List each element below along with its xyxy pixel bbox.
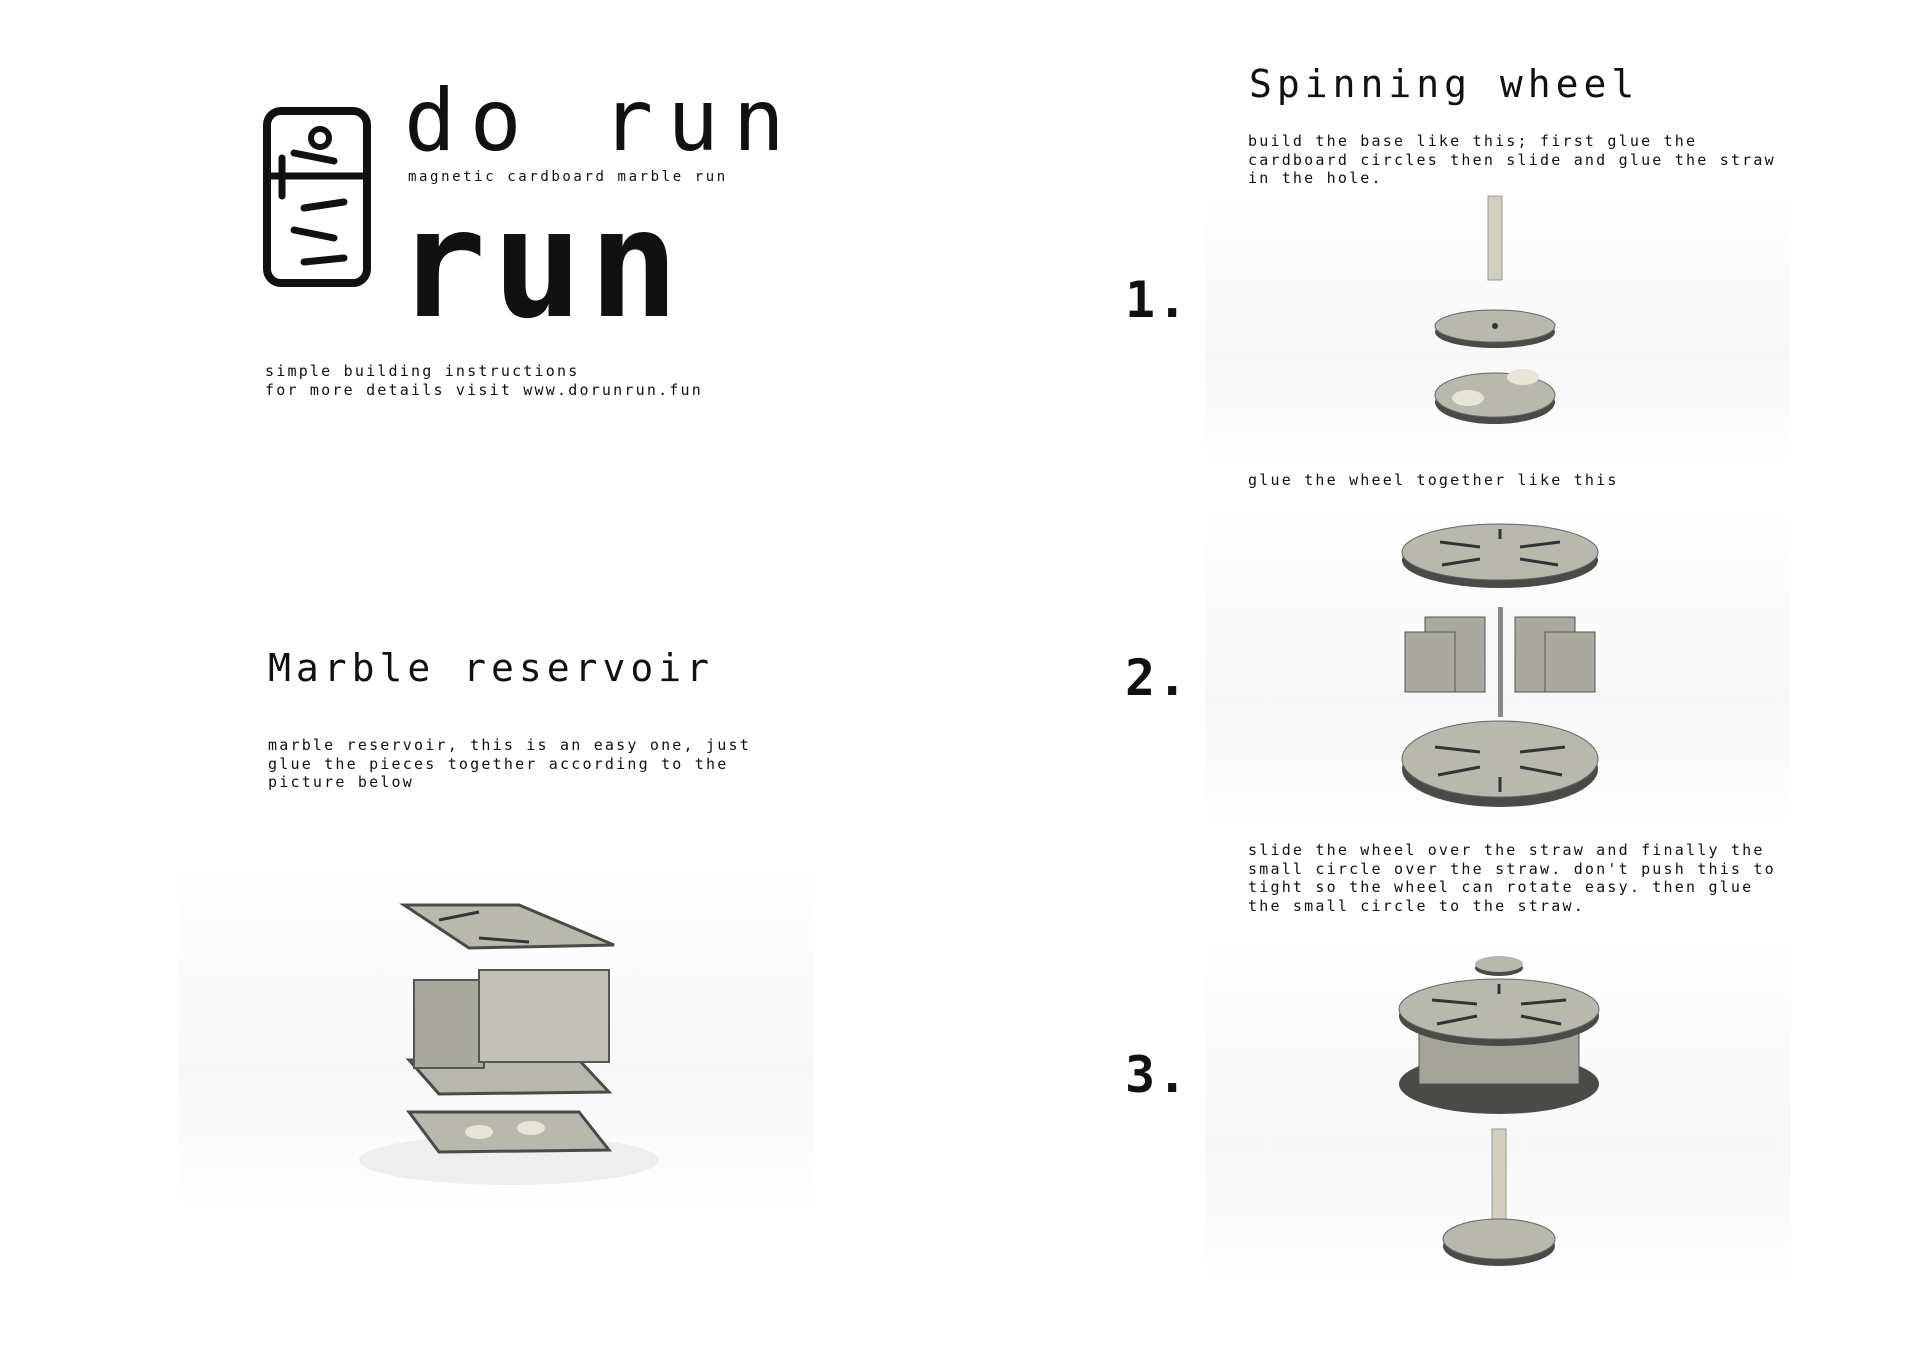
reservoir-text: marble reservoir, this is an easy one, j… bbox=[268, 736, 751, 791]
wheel-title: Spinning wheel bbox=[1249, 62, 1640, 106]
brand-name-bottom: run bbox=[396, 178, 685, 352]
step-1-number: 1. bbox=[1125, 271, 1190, 329]
brand-tagline: magnetic cardboard marble run bbox=[408, 169, 728, 185]
reservoir-title: Marble reservoir bbox=[268, 646, 715, 690]
step-3-text: slide the wheel over the straw and final… bbox=[1248, 841, 1776, 915]
step-3-number: 3. bbox=[1125, 1046, 1190, 1104]
step-2-illustration bbox=[1205, 507, 1790, 826]
step-2-text: glue the wheel together like this bbox=[1248, 471, 1619, 489]
intro-line-2[interactable]: for more details visit www.dorunrun.fun bbox=[265, 381, 703, 399]
intro-line-1: simple building instructions bbox=[265, 362, 580, 380]
step-2-number: 2. bbox=[1125, 649, 1190, 707]
step-1-illustration bbox=[1205, 194, 1790, 465]
logo-icon bbox=[262, 106, 372, 288]
reservoir-illustration bbox=[179, 860, 814, 1212]
brand-name-top: do run bbox=[404, 71, 799, 171]
step-1-text: build the base like this; first glue the… bbox=[1248, 132, 1776, 187]
step-3-illustration bbox=[1205, 934, 1791, 1287]
